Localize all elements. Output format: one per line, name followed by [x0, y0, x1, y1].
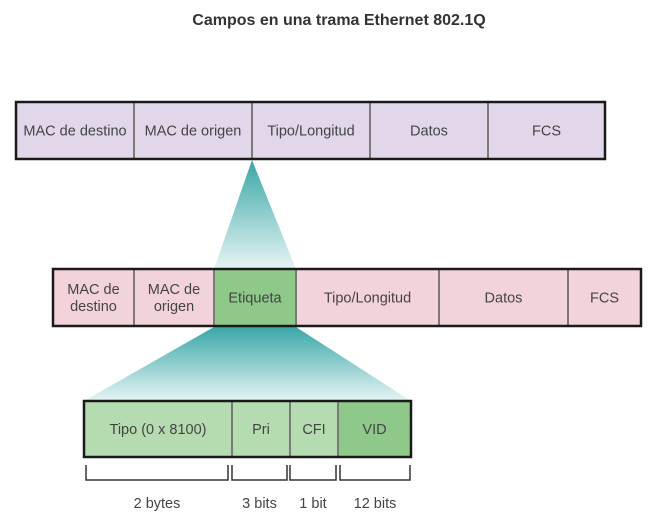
tag_fields-cell-cfi	[290, 401, 338, 457]
tag_fields-cell-tipo-0-x-8100	[84, 401, 232, 457]
frame_tagged-cell-mac-de-origen	[134, 269, 214, 326]
tag_fields-cell-cfi-label: CFI	[302, 422, 325, 438]
frame_tagged-cell-fcs-label: FCS	[590, 291, 619, 307]
size-bracket-1-bit-label: 1 bit	[299, 496, 326, 512]
tag_fields-cell-vid-label: VID	[362, 422, 386, 438]
frame_standard-cell-datos-label: Datos	[410, 124, 448, 140]
size-bracket-3-bits-label: 3 bits	[242, 496, 277, 512]
field-size-brackets: 2 bytes 3 bits 1 bit 12 bits	[85, 465, 411, 512]
tag_fields-cell-pri	[232, 401, 290, 457]
size-bracket-3-bits	[231, 465, 288, 481]
frame_standard-cell-fcs-label: FCS	[532, 124, 561, 140]
frame_standard-cell-mac-de-origen-label: MAC de origen	[145, 124, 242, 140]
tag_fields-cell-pri-label: Pri	[252, 422, 270, 438]
size-bracket-2-bytes	[85, 465, 229, 481]
frame_standard-cell-tipo-longitud-label: Tipo/Longitud	[267, 124, 354, 140]
frame_tagged-cell-mac-de-destino	[53, 269, 134, 326]
frame_standard-cell-mac-de-origen	[134, 102, 252, 159]
frame_tagged-cell-tipo-longitud	[296, 269, 439, 326]
frame_tagged-cell-fcs	[568, 269, 641, 326]
diagram-title: Campos en una trama Ethernet 802.1Q	[192, 12, 485, 29]
frame_standard-cell-fcs	[488, 102, 605, 159]
size-bracket-12-bits	[339, 465, 411, 481]
frame_tagged-cell-datos-label: Datos	[485, 291, 523, 307]
frame_standard-cell-mac-de-destino-label: MAC de destino	[23, 124, 126, 140]
frame_tagged-cell-etiqueta	[214, 269, 296, 326]
ethernet-frame-standard: MAC de destino MAC de origen Tipo/Longitud…	[14, 100, 607, 161]
size-bracket-12-bits-label: 12 bits	[354, 496, 397, 512]
zoom-wedge-standard-to-tagged	[214, 160, 296, 269]
size-bracket-1-bit	[289, 465, 337, 481]
frame_tagged-cell-etiqueta-label: Etiqueta	[228, 291, 282, 307]
frame_standard-cell-tipo-longitud	[252, 102, 370, 159]
tag_fields-border	[82, 399, 413, 459]
frame_standard-cell-datos	[370, 102, 488, 159]
frame_tagged-cell-mac-de-origen-label: origen	[154, 299, 194, 315]
frame_standard-border	[14, 100, 607, 161]
frame_tagged-cell-mac-de-destino-label: destino	[70, 299, 117, 315]
tag-field-breakdown: Tipo (0 x 8100) Pri CFI VID	[82, 399, 413, 459]
zoom-wedge-tag-to-fields	[84, 327, 411, 401]
frame_tagged-cell-datos	[439, 269, 568, 326]
frame_tagged-cell-mac-de-destino-label: MAC de	[67, 282, 119, 298]
frame_standard-cell-mac-de-destino	[16, 102, 134, 159]
frame_tagged-cell-tipo-longitud-label: Tipo/Longitud	[324, 291, 411, 307]
frame_tagged-cell-mac-de-origen-label: MAC de	[148, 282, 200, 298]
tag_fields-cell-vid	[338, 401, 411, 457]
frame_tagged-border	[51, 267, 643, 328]
tag_fields-cell-tipo-0-x-8100-label: Tipo (0 x 8100)	[110, 422, 207, 438]
size-bracket-2-bytes-label: 2 bytes	[134, 496, 181, 512]
